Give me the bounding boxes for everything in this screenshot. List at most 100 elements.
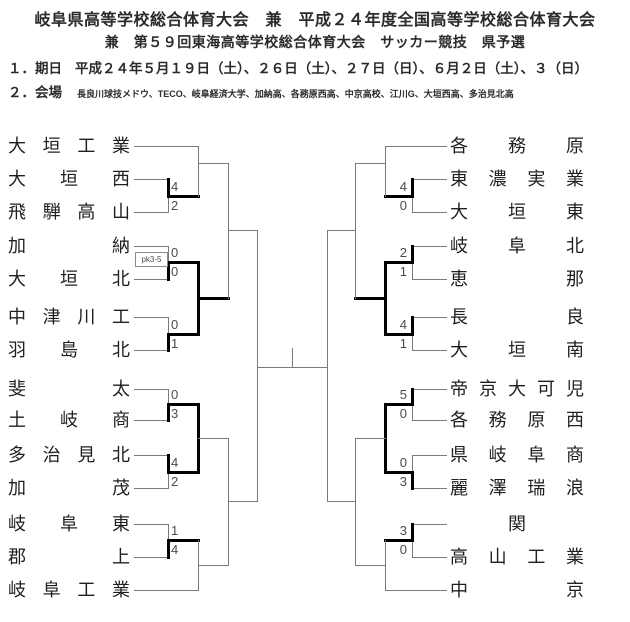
team-name-char: 業 xyxy=(565,169,584,189)
team-name-char: 工 xyxy=(527,547,546,567)
team-name-char: 業 xyxy=(111,136,130,156)
team-name: 中津川工 xyxy=(8,305,130,329)
bracket-line xyxy=(411,316,414,336)
team-name: 長良 xyxy=(450,305,584,329)
team-name-char: 岐 xyxy=(8,514,26,534)
match-score-top: 3 xyxy=(399,523,407,538)
bracket-line xyxy=(412,279,447,280)
bracket-line xyxy=(385,590,447,591)
match-score-bottom: 1 xyxy=(399,264,407,279)
team-name-char: 麗 xyxy=(450,478,468,498)
bracket-line xyxy=(134,279,169,280)
team-name-char: 羽 xyxy=(8,340,26,360)
match-score-top: 5 xyxy=(399,387,407,402)
bracket-line xyxy=(228,230,258,231)
bracket-line xyxy=(134,212,169,213)
bracket-line xyxy=(134,350,169,351)
bracket-line xyxy=(327,230,356,231)
team-name-char: 原 xyxy=(527,410,546,430)
match-score-top: 0 xyxy=(171,387,179,402)
bracket-line xyxy=(167,403,170,422)
team-name-char: 阜 xyxy=(508,236,526,256)
schedule-row: １．期日平成２４年５月１９日（土）、２６日（土）、２７日（日）、６月２日（土）、… xyxy=(8,57,588,78)
team-name-char: 加 xyxy=(8,478,26,498)
bracket-line xyxy=(412,524,447,525)
bracket-line xyxy=(412,350,447,351)
team-name-char: 阜 xyxy=(60,514,78,534)
team-name-char: 業 xyxy=(565,547,584,567)
bracket-line xyxy=(167,261,170,281)
team-name: 恵那 xyxy=(450,267,584,291)
team-name-char: 垣 xyxy=(508,340,526,360)
team-name: 大垣南 xyxy=(450,338,584,362)
bracket-line xyxy=(412,557,447,558)
team-name: 大垣工業 xyxy=(8,134,130,158)
bracket-line xyxy=(198,163,229,164)
team-name-char: 西 xyxy=(112,169,130,189)
team-name-char: 原 xyxy=(566,136,584,156)
team-name-char: 関 xyxy=(508,514,526,534)
team-name-char: 長 xyxy=(450,307,468,327)
bracket-line xyxy=(167,403,200,406)
schedule-text: 平成２４年５月１９日（土）、２６日（土）、２７日（日）、６月２日（土）、３（日） xyxy=(75,61,588,76)
venue-label: ２．会場 xyxy=(8,85,62,100)
team-name-char: 大 xyxy=(8,169,26,189)
team-name: 郡上 xyxy=(8,545,130,569)
bracket-line xyxy=(412,488,447,489)
schedule-label: １．期日 xyxy=(8,61,62,76)
team-name: 各務原西 xyxy=(450,408,584,432)
bracket-line xyxy=(134,246,169,247)
bracket-line xyxy=(384,403,414,406)
team-name-char: 島 xyxy=(60,340,78,360)
team-name: 麗澤瑞浪 xyxy=(450,476,584,500)
team-name-char: 工 xyxy=(77,580,96,600)
team-name-char: 北 xyxy=(112,340,130,360)
team-name-char: 高 xyxy=(450,547,468,567)
match-score-bottom: 0 xyxy=(399,406,407,421)
bracket-line xyxy=(198,146,199,197)
team-name: 岐阜北 xyxy=(450,234,584,258)
team-name-char: 那 xyxy=(566,269,584,289)
team-name-char: 北 xyxy=(112,269,130,289)
bracket-line xyxy=(197,297,230,300)
team-name-char: 郡 xyxy=(8,547,26,567)
team-name: 加納 xyxy=(8,234,130,258)
tournament-title-line1: 岐阜県高等学校総合体育大会 兼 平成２４年度全国高等学校総合体育大会 xyxy=(34,12,596,29)
bracket-line xyxy=(384,333,414,336)
team-name: 飛騨高山 xyxy=(8,200,130,224)
team-name-char: 中 xyxy=(8,307,26,327)
bracket-line xyxy=(355,163,356,299)
team-name-char: 大 xyxy=(450,340,468,360)
team-name-char: 騨 xyxy=(42,202,61,222)
team-name: 各務原 xyxy=(450,134,584,158)
bracket-line xyxy=(134,317,169,318)
bracket-line xyxy=(134,179,169,180)
team-name: 中京 xyxy=(450,578,584,602)
team-name-char: 高 xyxy=(77,202,96,222)
team-name-char: 治 xyxy=(42,445,61,465)
bracket-line xyxy=(134,146,199,147)
bracket-line xyxy=(411,471,414,490)
match-score-top: 4 xyxy=(171,455,179,470)
match-score-bottom: 1 xyxy=(399,336,407,351)
bracket-line xyxy=(412,179,447,180)
team-name-char: 大 xyxy=(508,379,526,399)
bracket-line xyxy=(134,420,169,421)
match-score-top: 4 xyxy=(399,179,407,194)
bracket-line xyxy=(257,230,258,502)
team-name-char: 垣 xyxy=(60,169,78,189)
bracket-line xyxy=(355,438,356,566)
team-name: 帝京大可児 xyxy=(450,377,584,401)
team-name-char: 業 xyxy=(111,580,130,600)
bracket-line xyxy=(134,557,169,558)
team-name-char: 川 xyxy=(77,307,96,327)
match-score-bottom: 3 xyxy=(399,474,407,489)
team-name: 加茂 xyxy=(8,476,130,500)
team-name-char: 南 xyxy=(566,340,584,360)
team-name: 高山工業 xyxy=(450,545,584,569)
team-name-char: 山 xyxy=(488,547,507,567)
team-name-char: 良 xyxy=(566,307,584,327)
team-name-char: 加 xyxy=(8,236,26,256)
bracket-line xyxy=(385,146,447,147)
